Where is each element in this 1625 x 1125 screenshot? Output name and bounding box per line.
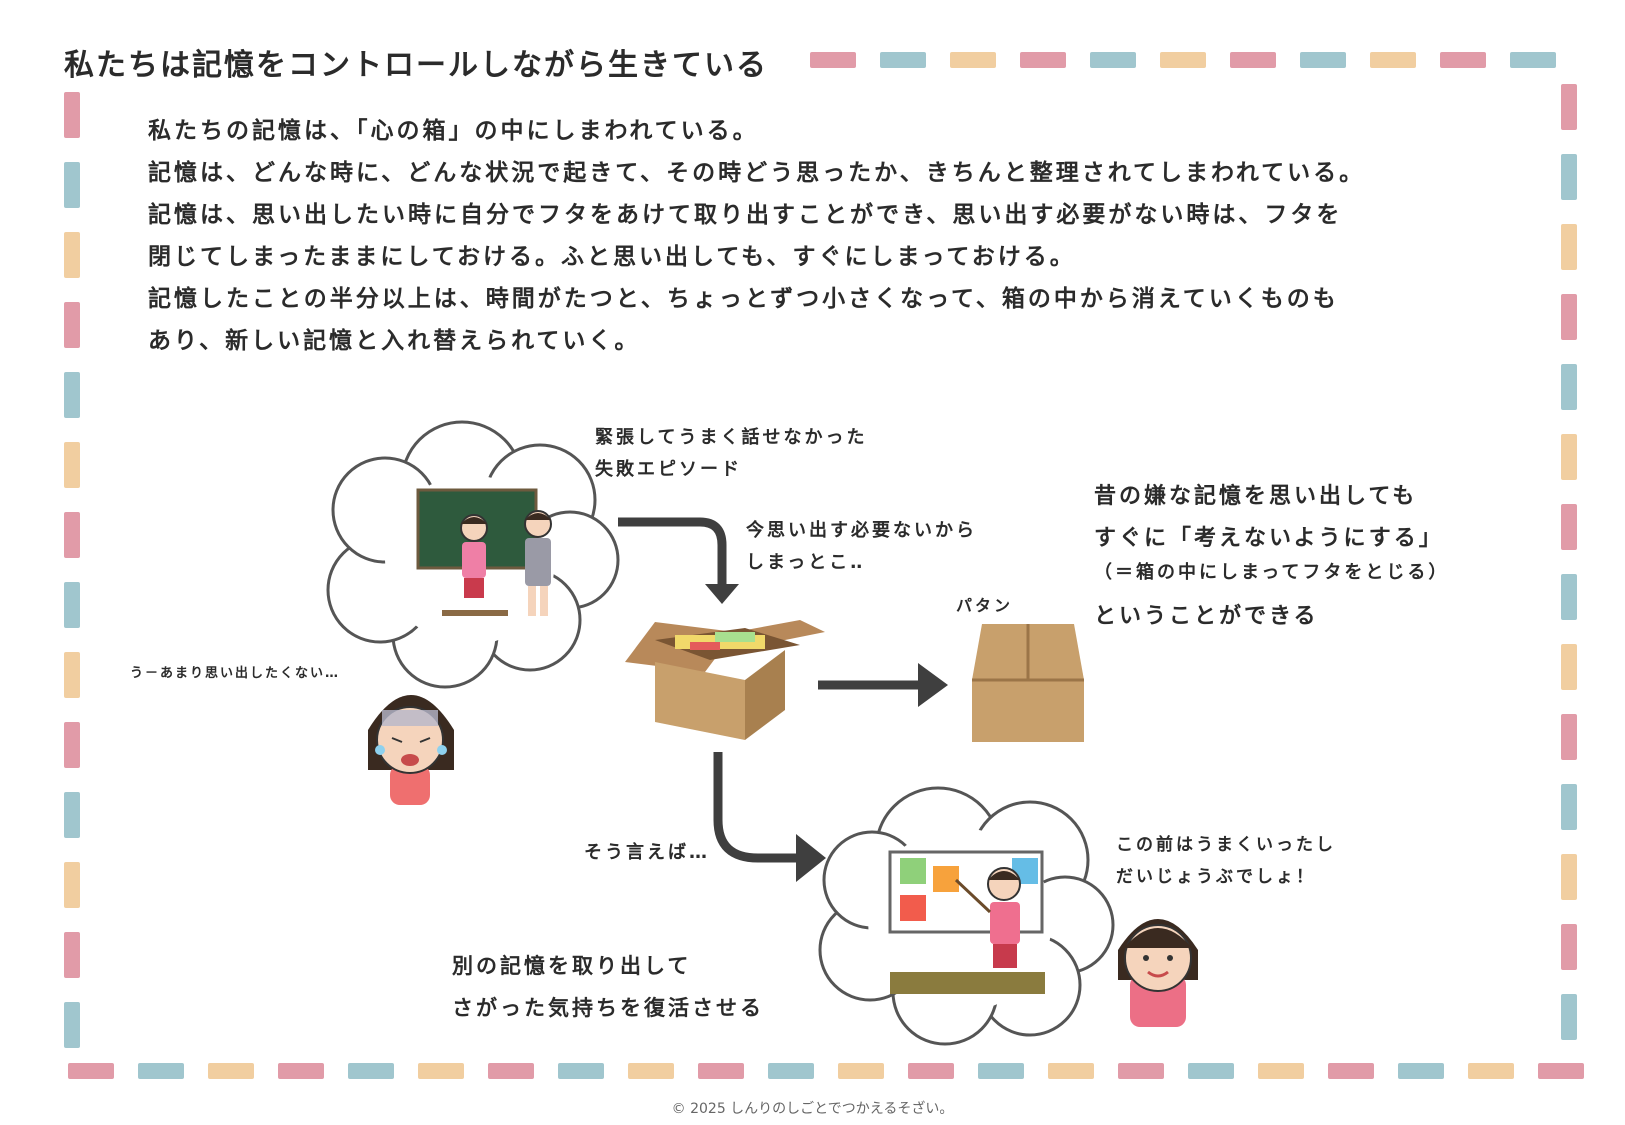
bad-memory-line-2: すぐに「考えないようにする」 (1094, 526, 1444, 551)
border-dash (348, 1063, 394, 1079)
border-dash (64, 302, 80, 348)
border-dash (908, 1063, 954, 1079)
intro-line-3: 記憶は、思い出したい時に自分でフタをあけて取り出すことができ、思い出す必要がない… (148, 202, 1343, 228)
border-dash (978, 1063, 1024, 1079)
border-dash (1561, 294, 1577, 340)
teacher-icon (888, 850, 1045, 994)
border-dash (1398, 1063, 1444, 1079)
border-dash (1561, 784, 1577, 830)
border-dash (810, 52, 856, 68)
border-dash (208, 1063, 254, 1079)
border-dash (1048, 1063, 1094, 1079)
border-dash (1561, 504, 1577, 550)
intro-line-4: 閉じてしまったままにしておける。ふと思い出しても、すぐにしまっておける。 (148, 244, 1076, 270)
border-dash (628, 1063, 674, 1079)
border-dash (64, 232, 80, 278)
border-dash (1561, 994, 1577, 1040)
border-dash (64, 162, 80, 208)
border-top (810, 52, 1580, 68)
border-dash (64, 792, 80, 838)
border-dash (1230, 52, 1276, 68)
teacher-icon (416, 488, 552, 616)
come-to-think-label: そう言えば… (584, 842, 710, 863)
border-dash (64, 722, 80, 768)
border-left (64, 92, 80, 1072)
intro-line-1: 私たちの記憶は、「心の箱」の中にしまわれている。 (148, 118, 759, 144)
border-dash (64, 932, 80, 978)
border-dash (1118, 1063, 1164, 1079)
border-dash (1561, 434, 1577, 480)
border-dash (68, 1063, 114, 1079)
border-dash (768, 1063, 814, 1079)
border-dash (1561, 924, 1577, 970)
border-dash (1561, 644, 1577, 690)
border-dash (64, 372, 80, 418)
border-dash (1440, 52, 1486, 68)
border-dash (64, 582, 80, 628)
store-label-1: 今思い出す必要ないから (746, 520, 977, 541)
border-dash (1561, 154, 1577, 200)
success-label-1: この前はうまくいったし (1116, 835, 1336, 855)
thought-cloud-icon (326, 420, 620, 689)
border-bottom (68, 1063, 1608, 1079)
page-title: 私たちは記憶をコントロールしながら生きている (64, 48, 768, 83)
border-dash (558, 1063, 604, 1079)
border-dash (1188, 1063, 1234, 1079)
bad-memory-line-4: ということができる (1094, 604, 1319, 629)
border-dash (1561, 574, 1577, 620)
bad-memory-line-3: （＝箱の中にしまってフタをとじる） (1094, 562, 1450, 583)
border-dash (138, 1063, 184, 1079)
copyright-footer: © 2025 しんりのしごとでつかえるそざい。 (671, 1101, 954, 1117)
border-dash (488, 1063, 534, 1079)
intro-line-2: 記憶は、どんな時に、どんな状況で起きて、その時どう思ったか、きちんと整理されてし… (148, 160, 1366, 186)
border-dash (1258, 1063, 1304, 1079)
border-dash (880, 52, 926, 68)
open-box-icon (625, 620, 825, 740)
failure-label-1: 緊張してうまく話せなかった (595, 427, 868, 448)
border-dash (1300, 52, 1346, 68)
worried-girl-icon (368, 695, 454, 805)
border-dash (64, 92, 80, 138)
arrow-icon (618, 517, 727, 588)
border-dash (1561, 714, 1577, 760)
border-dash (1561, 84, 1577, 130)
border-right (1561, 84, 1577, 1064)
border-dash (418, 1063, 464, 1079)
close-sound-label: パタン (956, 596, 1014, 615)
border-dash (950, 52, 996, 68)
border-dash (1160, 52, 1206, 68)
border-dash (64, 442, 80, 488)
intro-line-5: 記憶したことの半分以上は、時間がたつと、ちょっとずつ小さくなって、箱の中から消え… (148, 286, 1339, 312)
border-dash (64, 1002, 80, 1048)
smiling-girl-icon (1118, 919, 1198, 1027)
border-dash (1538, 1063, 1584, 1079)
border-dash (64, 862, 80, 908)
failure-label-2: 失敗エピソード (595, 459, 742, 480)
intro-text: 私たちの記憶は、「心の箱」の中にしまわれている。 記憶は、どんな時に、どんな状況… (148, 110, 1518, 362)
border-dash (64, 652, 80, 698)
border-dash (1561, 224, 1577, 270)
border-dash (64, 512, 80, 558)
revive-label-1: 別の記憶を取り出して (452, 954, 692, 978)
success-label-2: だいじょうぶでしょ！ (1116, 867, 1316, 887)
border-dash (278, 1063, 324, 1079)
border-dash (1468, 1063, 1514, 1079)
border-dash (1510, 52, 1556, 68)
border-dash (1561, 854, 1577, 900)
border-dash (1328, 1063, 1374, 1079)
reluctant-label: う－あまり思い出したくない… (130, 666, 341, 681)
bad-memory-line-1: 昔の嫌な記憶を思い出しても (1094, 484, 1418, 509)
border-dash (1561, 364, 1577, 410)
closed-box-icon (972, 624, 1084, 742)
revive-label-2: さがった気持ちを復活させる (452, 996, 764, 1020)
border-dash (838, 1063, 884, 1079)
border-dash (1020, 52, 1066, 68)
border-dash (1090, 52, 1136, 68)
intro-line-6: あり、新しい記憶と入れ替えられていく。 (148, 328, 641, 354)
border-dash (698, 1063, 744, 1079)
arrow-icon (713, 752, 800, 863)
store-label-2: しまっとこ‥ (746, 552, 866, 573)
border-dash (1370, 52, 1416, 68)
